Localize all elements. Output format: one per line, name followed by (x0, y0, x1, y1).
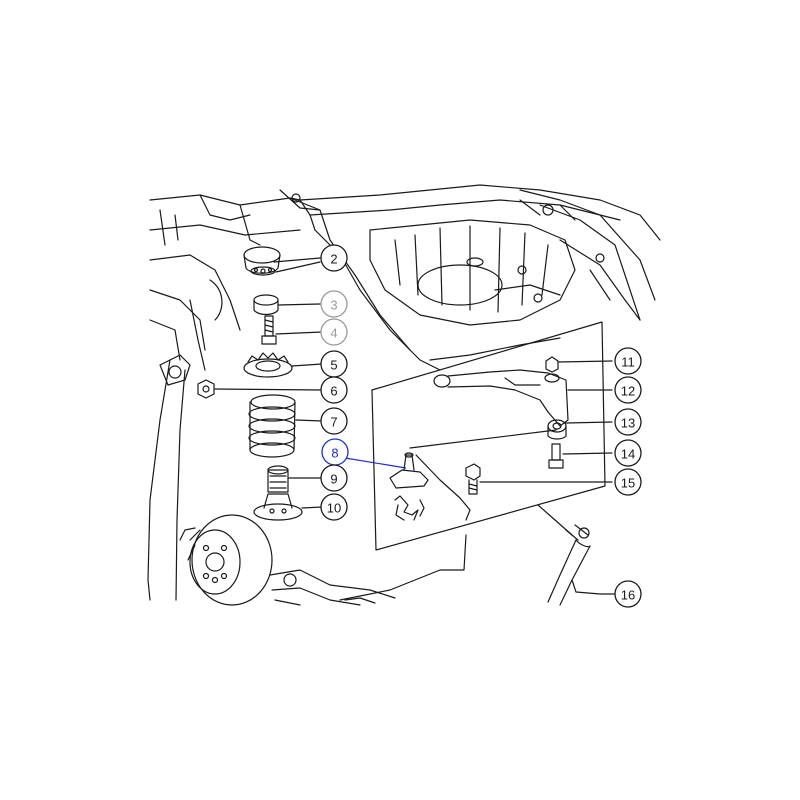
callout-number: 8 (331, 446, 338, 461)
callout-number: 2 (330, 252, 337, 267)
callout-11: 11 (614, 347, 642, 375)
callout-layer: 2 3 4 5 6 7 8 9 10 11 12 13 14 15 16 (320, 244, 642, 608)
callout-number: 7 (330, 415, 337, 430)
callout-12: 12 (614, 376, 642, 404)
callout-circle (320, 290, 348, 318)
callout-circle (320, 318, 348, 346)
jounce-bumper (267, 465, 323, 493)
control-arm-nut (545, 356, 613, 373)
callout-4: 4 (320, 318, 348, 346)
callout-number: 10 (327, 501, 341, 516)
callout-number: 4 (330, 326, 337, 341)
callout-circle (614, 347, 642, 375)
lower-spring-seat (253, 493, 323, 521)
mount-bolt (465, 463, 613, 495)
shock-absorber (537, 504, 615, 606)
callout-circle (320, 464, 348, 492)
callout-number: 9 (330, 472, 337, 487)
nut (197, 379, 323, 399)
coil-spring (248, 394, 323, 458)
callout-circle (614, 468, 642, 496)
callout-16: 16 (614, 580, 642, 608)
wheel-hub-drum (179, 514, 396, 606)
callout-number: 11 (621, 355, 635, 370)
vehicle-body-frame (147, 184, 661, 601)
callout-circle (320, 244, 348, 272)
ball-joint-bracket (389, 452, 471, 521)
callout-10: 10 (320, 493, 348, 521)
callout-number: 14 (621, 447, 635, 462)
callout-3: 3 (320, 290, 348, 318)
callout-9: 9 (320, 464, 348, 492)
callout-number: 3 (330, 298, 337, 313)
bolt (261, 315, 323, 345)
callout-number: 6 (330, 384, 337, 399)
callout-number: 15 (621, 476, 635, 491)
upper-isolator (243, 246, 321, 276)
callout-circle (320, 376, 348, 404)
callout-6: 6 (320, 376, 348, 404)
callout-number: 16 (621, 588, 635, 603)
callout-number: 5 (330, 358, 337, 373)
callout-8-leader (344, 457, 407, 469)
arm-bolt (548, 443, 613, 469)
callout-13: 13 (614, 408, 642, 436)
callout-5: 5 (320, 350, 348, 378)
detail-inset (339, 321, 606, 601)
callout-number: 12 (621, 384, 635, 399)
callout-circle (614, 439, 642, 467)
callout-15: 15 (614, 468, 642, 496)
upper-control-arm (433, 369, 613, 427)
callout-number: 13 (621, 416, 635, 431)
callout-circle (320, 407, 348, 435)
callout-8: 8 (321, 438, 349, 466)
callout-circle (614, 580, 642, 608)
callout-7: 7 (320, 407, 348, 435)
callout-circle (320, 493, 348, 521)
spring-seat (243, 352, 323, 378)
callout-2: 2 (320, 244, 348, 272)
bushing (409, 419, 613, 449)
callout-circle (614, 408, 642, 436)
spacer (253, 294, 321, 316)
callout-circle (614, 376, 642, 404)
callout-14: 14 (614, 439, 642, 467)
